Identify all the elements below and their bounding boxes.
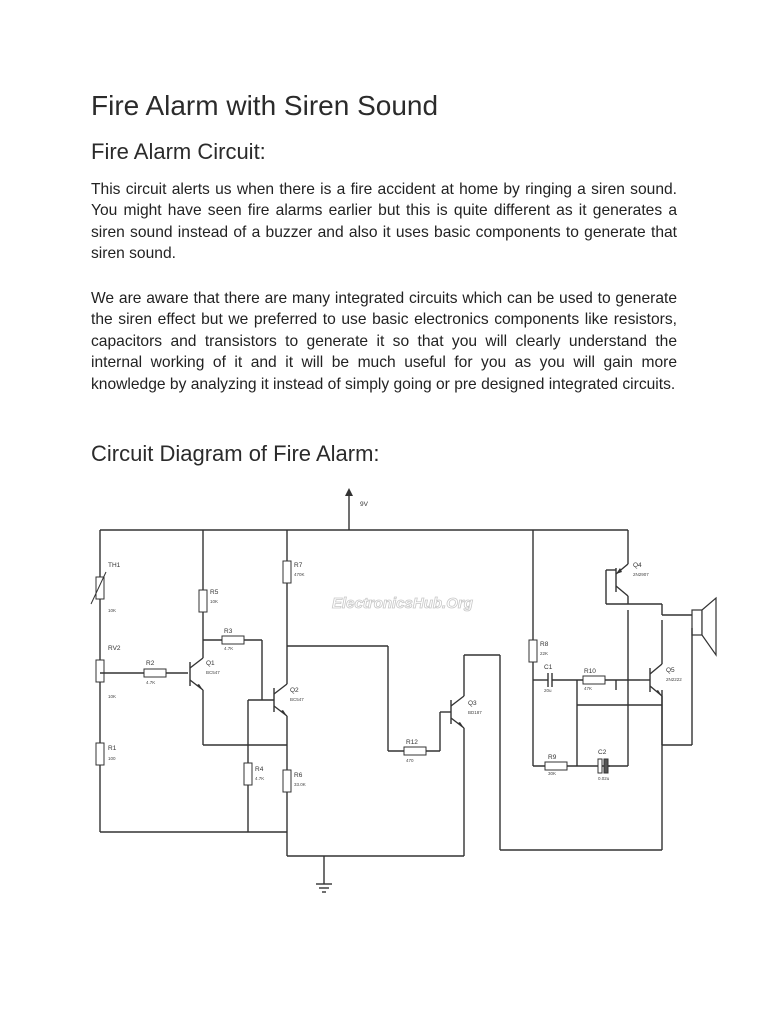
resistor-r9 [544,761,568,771]
resistor-r8 [528,639,538,663]
resistor-r7 [282,560,292,584]
r9-value: 30K [548,771,556,776]
r10-label: R10 [584,668,596,675]
watermark: ElectronicsHub.Org [332,595,473,612]
paragraph-intro: This circuit alerts us when there is a f… [91,181,677,263]
resistor-r12 [403,746,427,756]
resistor-r5 [198,589,208,613]
resistor-r3 [221,635,245,645]
resistor-r2 [143,668,167,678]
r8-label: R8 [540,641,549,648]
q2-value: BC547 [290,697,304,702]
th1-label: TH1 [108,562,121,569]
q3-label: Q3 [468,700,477,707]
r3-value: 4.7K [224,646,233,651]
r5-label: R5 [210,589,219,596]
r4-value: 4.7K [255,776,264,781]
transistor-q2 [273,683,288,717]
q5-value: 2N2222 [666,677,682,682]
q3-value: BD187 [468,710,482,715]
r7-value: 470K [294,572,305,577]
potentiometer-rv2 [95,659,105,683]
resistor-r1 [95,742,105,766]
r6-value: 33.0K [294,782,306,787]
page-title: Fire Alarm with Siren Sound [91,90,439,121]
resistor-r6 [282,769,292,793]
c1-value: 20u [544,688,552,693]
r10-value: 47K [584,686,592,691]
c2-value: 0.02u [598,776,610,781]
paragraph-components: We are aware that there are many integra… [91,290,677,393]
resistor-r4 [243,762,253,786]
q1-label: Q1 [206,660,215,667]
r9-label: R9 [548,754,557,761]
capacitor-c1 [547,673,553,687]
rv2-label: RV2 [108,645,121,652]
c1-label: C1 [544,664,553,671]
r12-label: R12 [406,739,418,746]
transistor-q3 [450,695,465,729]
r6-label: R6 [294,772,303,779]
r12-value: 470 [406,758,414,763]
ground-icon [316,883,332,893]
q1-value: BC547 [206,670,220,675]
transistor-q1 [189,657,204,691]
transistor-q4 [615,563,629,597]
r1-label: R1 [108,745,117,752]
section-heading-diagram: Circuit Diagram of Fire Alarm: [91,441,380,466]
q5-label: Q5 [666,667,675,674]
supply-label: 9V [360,501,369,508]
q4-label: Q4 [633,562,642,569]
r8-value: 22K [540,651,548,656]
r7-label: R7 [294,562,303,569]
r2-label: R2 [146,660,155,667]
r4-label: R4 [255,766,264,773]
rv2-value: 10K [108,694,116,699]
r2-value: 4.7K [146,680,155,685]
speaker-icon [691,596,717,657]
r3-label: R3 [224,628,233,635]
c2-label: C2 [598,749,607,756]
th1-value: 10K [108,608,116,613]
section-heading-circuit: Fire Alarm Circuit: [91,139,266,164]
r1-value: 100 [108,756,116,761]
thermistor-th1 [90,571,107,605]
q4-value: 2N2907 [633,572,649,577]
q2-label: Q2 [290,687,299,694]
supply-arrow-icon [345,488,353,530]
transistor-q5 [649,663,663,697]
r5-value: 10K [210,599,218,604]
resistor-r10 [582,675,606,685]
